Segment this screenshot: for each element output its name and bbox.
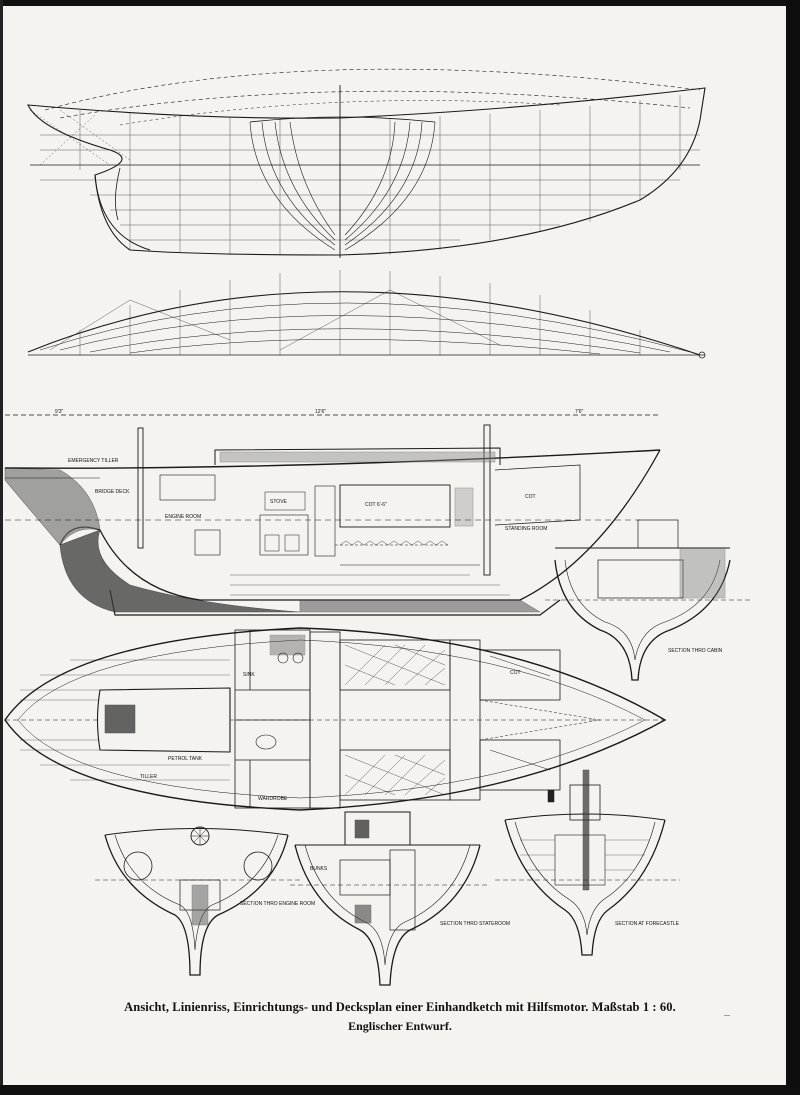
scan-edge-top: [0, 0, 800, 6]
section-thro-cabin: SECTION THRO CABIN: [545, 519, 750, 681]
section-cabin-label: SECTION THRO CABIN: [668, 648, 723, 654]
section-engine-label: SECTION THRO ENGINE ROOM: [240, 901, 315, 907]
scan-edge-bottom: [0, 1085, 800, 1095]
tiller-label: TILLER: [140, 774, 157, 780]
sink-label: SINK: [243, 672, 255, 678]
dimension-line: 9'3" 12'6" 7'6": [5, 409, 660, 416]
petrol-tank-label: PETROL TANK: [168, 756, 203, 762]
section-stateroom-label: SECTION THRO STATEROOM: [440, 921, 510, 927]
hull-profile-outline: [27, 87, 706, 256]
deck-outline: [4, 627, 667, 811]
inboard-profile: COT 6'-6" STOVE ENGINE ROOM EMERGENCY TI…: [4, 424, 661, 616]
engine-room-label: ENGINE ROOM: [165, 514, 201, 520]
page-mark: —: [724, 1013, 730, 1019]
profile-grid: [40, 134, 700, 241]
caption-title: Ansicht, Linienriss, Einrichtungs- und D…: [124, 1000, 589, 1014]
section-at-forecastle: SECTION AT FORECASTLE: [495, 769, 680, 956]
main-mast: [483, 424, 491, 576]
body-plan-sections: [249, 116, 436, 251]
section-thro-stateroom: BUNKS SECTION THRO STATEROOM: [290, 811, 510, 986]
dimension-right: 7'6": [575, 409, 584, 415]
scan-edge-left: [0, 0, 3, 1095]
wardrobe-label: WARDROBE: [258, 796, 288, 802]
cot-label-forepeak: COT: [525, 494, 536, 500]
mizzen-mast: [137, 427, 144, 549]
dimension-mid: 12'6": [315, 409, 326, 415]
caption: Ansicht, Linienriss, Einrichtungs- und D…: [60, 1000, 740, 1034]
cot-label-profile: COT 6'-6": [365, 502, 387, 508]
scan-edge-right: [786, 0, 800, 1095]
emergency-tiller-label: EMERGENCY TILLER: [68, 458, 119, 464]
cot-label-plan: COT: [510, 670, 521, 676]
dimension-left: 9'3": [55, 409, 64, 415]
caption-subtitle: Englischer Entwurf.: [348, 1019, 452, 1033]
caption-scale: Maßstab 1 : 60.: [591, 1000, 676, 1014]
section-forecastle-label: SECTION AT FORECASTLE: [615, 921, 680, 927]
accommodation-plan: PETROL TANK TILLER WARDROBE SINK COT: [4, 627, 667, 811]
hull-keel: [59, 449, 661, 601]
bunks-label: BUNKS: [310, 866, 328, 872]
lines-plan-profile: [27, 68, 706, 258]
section-thro-engine-room: SECTION THRO ENGINE ROOM: [95, 826, 315, 976]
half-breadth-plan: [27, 270, 706, 359]
cockpit: [96, 687, 231, 753]
rudder-profile: [94, 174, 151, 251]
bridge-deck-label: BRIDGE DECK: [95, 489, 130, 495]
boat-plans: 9'3" 12'6" 7'6" COT 6'-6" STOVE ENGINE R: [4, 68, 750, 986]
stove-label: STOVE: [270, 499, 288, 505]
standing-room-label: STANDING ROOM: [505, 526, 547, 532]
profile-stations: [79, 95, 681, 255]
